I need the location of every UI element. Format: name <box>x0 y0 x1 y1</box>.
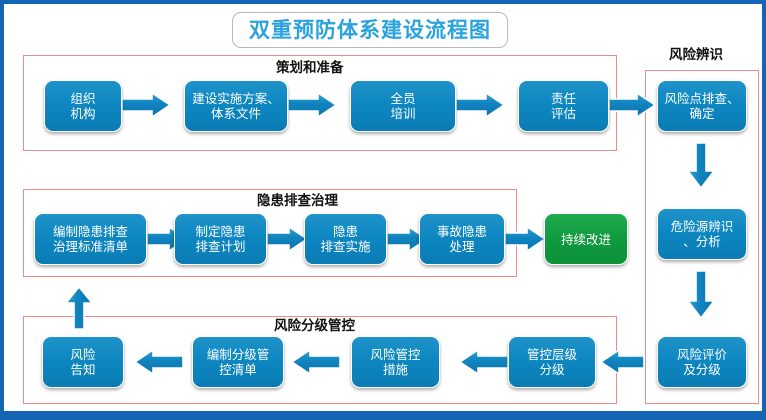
node-line: 风险管控 <box>370 347 421 362</box>
node-line: 排查实施 <box>320 239 371 254</box>
node-line: 、分析 <box>683 234 721 249</box>
node-risk-notification[interactable]: 风险 告知 <box>42 336 124 388</box>
node-control-level-grading[interactable]: 管控层级 分级 <box>508 336 596 388</box>
node-line: 措施 <box>382 362 408 377</box>
section-label-risk-ident: 风险辨识 <box>665 48 727 63</box>
node-line: 事故隐患 <box>436 224 487 239</box>
node-line: 告知 <box>70 362 96 377</box>
page-title: 双重预防体系建设流程图 <box>249 17 491 42</box>
node-line: 分级 <box>539 362 565 377</box>
node-line: 治理标准清单 <box>52 239 128 254</box>
node-grading-control-list[interactable]: 编制分级管 控清单 <box>192 336 284 388</box>
node-line: 体系文件 <box>210 106 261 121</box>
node-line: 管控层级 <box>526 347 577 362</box>
node-line: 建设实施方案、 <box>192 91 280 106</box>
node-line: 培训 <box>390 106 416 121</box>
node-risk-control-measures[interactable]: 风险管控 措施 <box>351 336 440 388</box>
node-line: 评估 <box>550 106 576 121</box>
node-line: 编制隐患排查 <box>52 224 128 239</box>
node-implementation-plan[interactable]: 建设实施方案、 体系文件 <box>184 80 288 132</box>
node-risk-point-survey[interactable]: 风险点排查、 确定 <box>657 80 747 132</box>
node-hazard-plan[interactable]: 制定隐患 排查计划 <box>174 213 267 265</box>
node-line: 编制分级管 <box>206 347 270 362</box>
node-line: 及分级 <box>683 362 721 377</box>
node-continuous-improvement[interactable]: 持续改进 <box>544 213 628 265</box>
node-line: 排查计划 <box>195 239 246 254</box>
node-line: 制定隐患 <box>195 224 246 239</box>
node-line: 风险 <box>70 347 96 362</box>
node-line: 控清单 <box>219 362 257 377</box>
node-line: 危险源辨识 <box>670 219 734 234</box>
node-line: 责任 <box>550 91 576 106</box>
node-accident-hazard-handling[interactable]: 事故隐患 处理 <box>419 213 505 265</box>
node-hazard-execution[interactable]: 隐患 排查实施 <box>304 213 387 265</box>
node-line: 机构 <box>70 106 96 121</box>
section-frame-risk-ident <box>645 70 759 404</box>
node-line: 风险评价 <box>676 347 727 362</box>
node-hazard-source-analysis[interactable]: 危险源辨识 、分析 <box>657 208 747 260</box>
node-line: 隐患 <box>332 224 358 239</box>
page-title-box: 双重预防体系建设流程图 <box>232 12 508 48</box>
node-line: 全员 <box>390 91 416 106</box>
node-hazard-standard-list[interactable]: 编制隐患排查 治理标准清单 <box>34 213 147 265</box>
node-line: 处理 <box>449 239 475 254</box>
node-responsibility-assessment[interactable]: 责任 评估 <box>518 80 609 132</box>
section-label-planning: 策划和准备 <box>272 61 348 76</box>
section-label-risk-grade: 风险分级管控 <box>270 319 359 334</box>
node-risk-evaluation-grading[interactable]: 风险评价 及分级 <box>657 336 747 388</box>
node-staff-training[interactable]: 全员 培训 <box>350 80 456 132</box>
node-line: 确定 <box>689 106 715 121</box>
node-line: 持续改进 <box>560 231 611 247</box>
node-line: 风险点排查、 <box>664 91 740 106</box>
section-label-hazard: 隐患排查治理 <box>253 194 342 209</box>
node-organization[interactable]: 组织 机构 <box>44 80 122 132</box>
node-line: 组织 <box>70 91 96 106</box>
